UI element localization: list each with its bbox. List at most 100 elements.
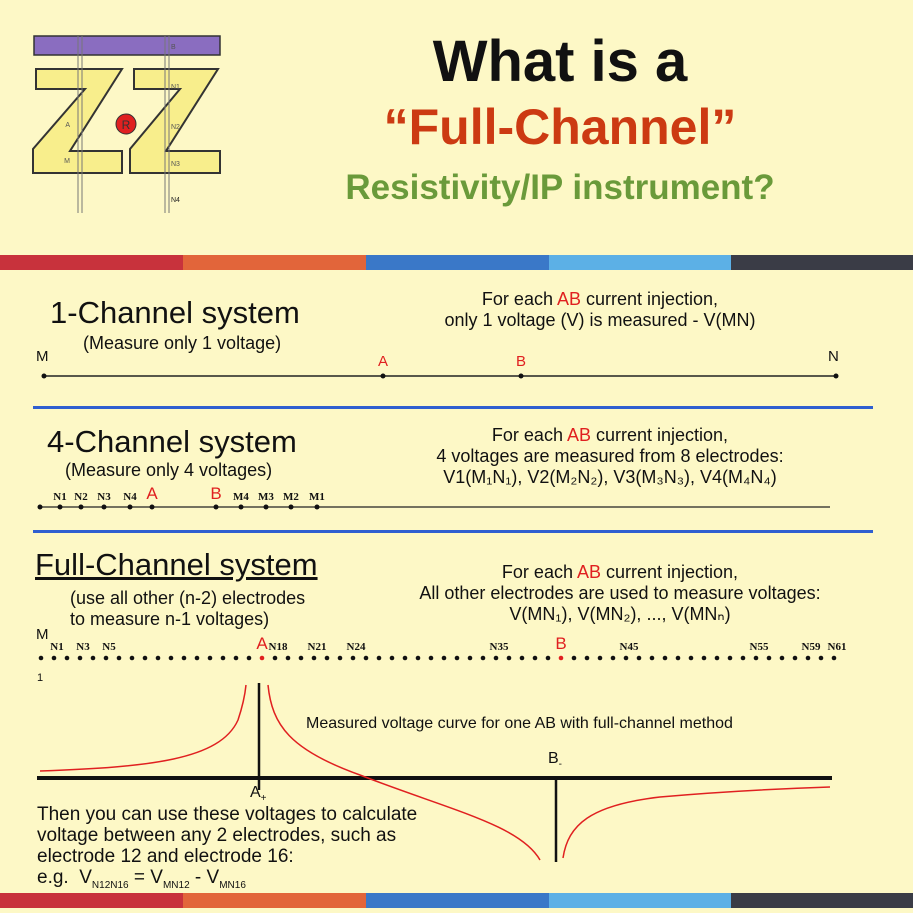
electrode-dot: [792, 655, 798, 661]
four-channel-description: For each AB current injection, 4 voltage…: [436, 425, 784, 487]
electrode-label-a: A: [378, 353, 389, 370]
section-divider: [33, 406, 873, 409]
one-channel-description: For each AB current injection, only 1 vo…: [444, 289, 756, 330]
electrode-dot: [78, 504, 84, 510]
electrode-dot: [155, 655, 161, 661]
curve-a-label: A+: [250, 784, 267, 805]
logo-badge: R: [122, 118, 131, 132]
electrode-dot: [168, 655, 174, 661]
electrode-dot: [194, 655, 200, 661]
full-channel-electrode-row: [38, 655, 837, 661]
electrode-dot: [480, 655, 486, 661]
electrode-dot: [675, 655, 681, 661]
electrode-dot: [207, 655, 213, 661]
electrode-dot: [213, 504, 219, 510]
electrode-label: N35: [489, 641, 509, 653]
electrode-dot: [506, 655, 512, 661]
four-channel-heading: 4-Channel system: [47, 424, 297, 459]
electrode-dot: [701, 655, 707, 661]
electrode-label: N1: [50, 641, 64, 653]
electrode-dot: [740, 655, 746, 661]
section-divider: [33, 530, 873, 533]
title-line1: What is a: [432, 29, 688, 94]
electrode-dot: [149, 504, 155, 510]
logo-label: N2: [171, 124, 180, 131]
electrode-label: N4: [123, 491, 137, 503]
electrode-label: M2: [283, 491, 299, 503]
electrode-label: N3: [76, 641, 90, 653]
electrode-label: M4: [233, 491, 249, 503]
electrode-dot: [389, 655, 395, 661]
electrode-dot: [571, 655, 577, 661]
electrode-dot: [285, 655, 291, 661]
electrode-label: N45: [619, 641, 639, 653]
electrode-label: M3: [258, 491, 274, 503]
electrode-dot: [51, 655, 57, 661]
logo-label: N3: [171, 161, 180, 168]
electrode-label: N1: [53, 491, 67, 503]
one-channel-subheading: (Measure only 1 voltage): [83, 333, 282, 353]
conclusion-text: Then you can use these voltages to calcu…: [37, 804, 417, 896]
electrode-dot: [766, 655, 772, 661]
electrode-dot: [38, 655, 44, 661]
electrode-dot: [103, 655, 109, 661]
electrode-dot: [428, 655, 434, 661]
electrode-label-m: M: [36, 348, 49, 365]
electrode-dot: [142, 655, 148, 661]
curve-caption: Measured voltage curve for one AB with f…: [306, 715, 733, 732]
electrode-dot: [727, 655, 733, 661]
electrode-b: [518, 373, 524, 379]
voltage-curve-right: [562, 786, 831, 859]
electrode-label: A: [146, 484, 158, 503]
electrode-dot: [636, 655, 642, 661]
one-channel-electrode-line: [41, 373, 839, 379]
electrode-dot: [116, 655, 122, 661]
logo-label: N4: [171, 197, 180, 204]
full-channel-start-label: M: [36, 626, 49, 643]
electrode-label: N21: [307, 641, 327, 653]
title-line2: “Full-Channel”: [383, 99, 737, 155]
electrode-dot: [259, 655, 265, 661]
electrode-n: [833, 373, 839, 379]
electrode-dot: [238, 504, 244, 510]
formula: e.g. VN12N16 = VMN12 - VMN16: [37, 867, 246, 891]
electrode-label: N24: [346, 641, 366, 653]
electrode-dot: [324, 655, 330, 661]
electrode-label: N5: [102, 641, 116, 653]
electrode-dot: [779, 655, 785, 661]
electrode-label-b: B: [516, 353, 527, 370]
electrode-dot: [688, 655, 694, 661]
electrode-dot: [57, 504, 63, 510]
electrode-label: B: [210, 484, 222, 503]
electrode-dot: [90, 655, 96, 661]
logo-label: N1: [171, 84, 180, 91]
electrode-label: M1: [309, 491, 325, 503]
electrode-dot: [77, 655, 83, 661]
electrode-dot: [363, 655, 369, 661]
electrode-dot: [714, 655, 720, 661]
electrode-label: N3: [97, 491, 111, 503]
full-channel-subheading-2: to measure n-1 voltages): [70, 609, 270, 629]
electrode-label: N2: [74, 491, 88, 503]
electrode-dot: [246, 655, 252, 661]
electrode-dot: [649, 655, 655, 661]
electrode-dot: [597, 655, 603, 661]
full-channel-start-index: 1: [37, 672, 44, 684]
electrode-dot: [519, 655, 525, 661]
electrode-dot: [129, 655, 135, 661]
electrode-dot: [181, 655, 187, 661]
electrode-dot: [272, 655, 278, 661]
full-channel-subheading-1: (use all other (n-2) electrodes: [70, 588, 306, 608]
electrode-dot: [818, 655, 824, 661]
electrode-label: N59: [801, 641, 821, 653]
electrode-dot: [233, 655, 239, 661]
electrode-dot: [454, 655, 460, 661]
electrode-dot: [545, 655, 551, 661]
voltage-curve-plot: [37, 683, 832, 862]
electrode-dot: [127, 504, 133, 510]
electrode-dot: [402, 655, 408, 661]
electrode-dot: [831, 655, 837, 661]
one-channel-heading: 1-Channel system: [50, 295, 300, 330]
electrode-a: [380, 373, 386, 379]
electrode-dot: [311, 655, 317, 661]
